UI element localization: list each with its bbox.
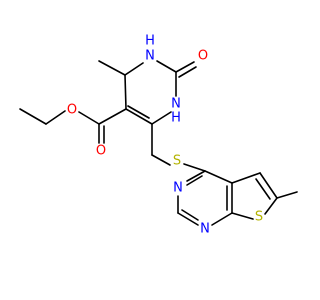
atom-n-pyrimidine-left: N	[173, 181, 183, 196]
atom-h-bottom: H	[171, 111, 181, 126]
bond-n1-c2	[156, 60, 177, 73]
bond-c4a-c4p	[204, 170, 233, 184]
bond-c2-o-b	[178, 66, 197, 78]
atom-n-pyrimidine-bottom: N	[200, 222, 210, 237]
atom-o-ester-single: O	[67, 103, 77, 118]
atom-h-top: H	[145, 34, 155, 49]
bond-ch2-s	[151, 154, 171, 166]
bond-c6-n1	[124, 62, 144, 76]
bond-c4-c5-a	[125, 108, 153, 125]
atom-s-thiophene: S	[255, 210, 263, 225]
bond-c5-ester	[98, 108, 127, 125]
bonds	[19, 60, 298, 226]
bond-c6t-s	[264, 197, 278, 215]
atom-o-carbonyl-top: O	[198, 49, 208, 64]
atom-o-ester-double: O	[96, 144, 106, 159]
bond-n3-c4	[151, 111, 172, 125]
bond-c2p-n1p-b	[181, 209, 199, 221]
bond-c6-methyl	[98, 60, 126, 76]
bond-c2-o-a	[175, 61, 195, 73]
bond-c2p-n1p-a	[177, 212, 199, 226]
atom-n-bottom: N	[171, 97, 181, 112]
bond-c4a-c5t	[231, 172, 261, 184]
bond-ester-o-single	[78, 111, 100, 125]
bond-c5t-c6t-a	[259, 172, 278, 199]
chemical-structure-diagram: H N O N H O O S N N S	[0, 0, 300, 300]
bond-s-c7a	[231, 212, 254, 220]
atom-n-top: N	[145, 49, 155, 64]
bond-c4-c5-b	[127, 105, 150, 119]
bond-c4p-n3p-b	[186, 175, 203, 186]
bond-c5t-c6t-b	[255, 178, 271, 200]
atom-labels: H N O N H O O S N N S	[67, 34, 263, 237]
atom-s-thioether: S	[173, 154, 181, 169]
bond-ethyl	[19, 108, 47, 125]
background	[0, 0, 300, 300]
bond-c5-c6	[124, 74, 127, 110]
bond-s-c4p	[183, 163, 206, 172]
bond-n1p-c7a	[211, 212, 233, 226]
bond-c4p-n3p-a	[186, 170, 206, 182]
bond-o-ethyl	[45, 110, 66, 125]
bond-c6t-methyl	[276, 191, 298, 199]
